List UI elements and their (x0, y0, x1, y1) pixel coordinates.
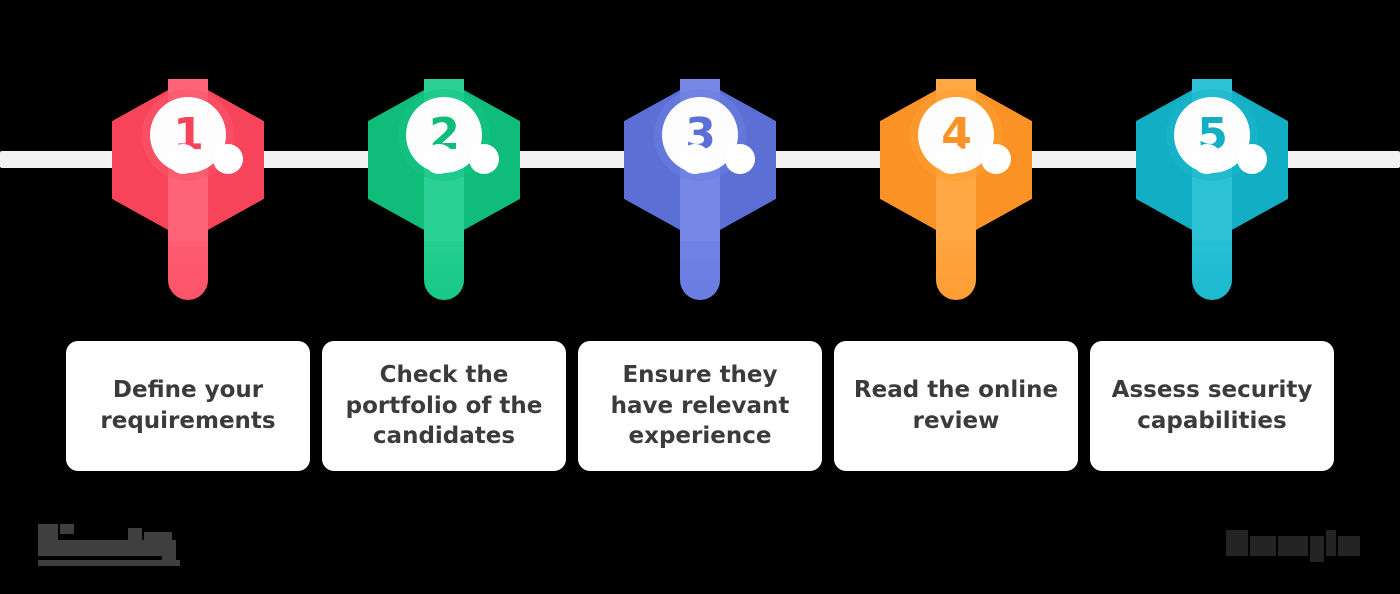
caption-text: Ensure they have relevant experience (610, 362, 790, 450)
rail-dot-left (168, 144, 198, 174)
caption-text: Check the portfolio of the candidates (345, 362, 543, 450)
brand-logo-left (38, 512, 202, 568)
node-graphic: 5 (1092, 0, 1332, 310)
node-graphic: 2 (324, 0, 564, 310)
node-graphic: 3 (580, 0, 820, 310)
caption-card-3[interactable]: Ensure they have relevant experience (578, 341, 822, 471)
rail-dot-left (424, 144, 454, 174)
page-title (0, 0, 1, 1)
brand-logo-right (1226, 528, 1360, 562)
rail-dot-right (469, 144, 499, 174)
caption-card-2[interactable]: Check the portfolio of the candidates (322, 341, 566, 471)
caption-card-1[interactable]: Define your requirements (66, 341, 310, 471)
caption-text: Read the online review (853, 377, 1059, 434)
caption-text: Assess security capabilities (1111, 377, 1313, 434)
process-node-3[interactable]: 3 (580, 0, 820, 310)
rail-dot-left (1192, 144, 1222, 174)
rail-dot-left (936, 144, 966, 174)
node-graphic: 4 (836, 0, 1076, 310)
rail-dot-right (981, 144, 1011, 174)
caption-card-5[interactable]: Assess security capabilities (1090, 341, 1334, 471)
process-node-4[interactable]: 4 (836, 0, 1076, 310)
rail-dot-right (1237, 144, 1267, 174)
rail-dot-left (680, 144, 710, 174)
rail-dot-right (213, 144, 243, 174)
caption-card-4[interactable]: Read the online review (834, 341, 1078, 471)
process-node-5[interactable]: 5 (1092, 0, 1332, 310)
process-node-1[interactable]: 1 (68, 0, 308, 310)
process-node-2[interactable]: 2 (324, 0, 564, 310)
caption-text: Define your requirements (100, 377, 276, 434)
rail-dot-right (725, 144, 755, 174)
node-graphic: 1 (68, 0, 308, 310)
